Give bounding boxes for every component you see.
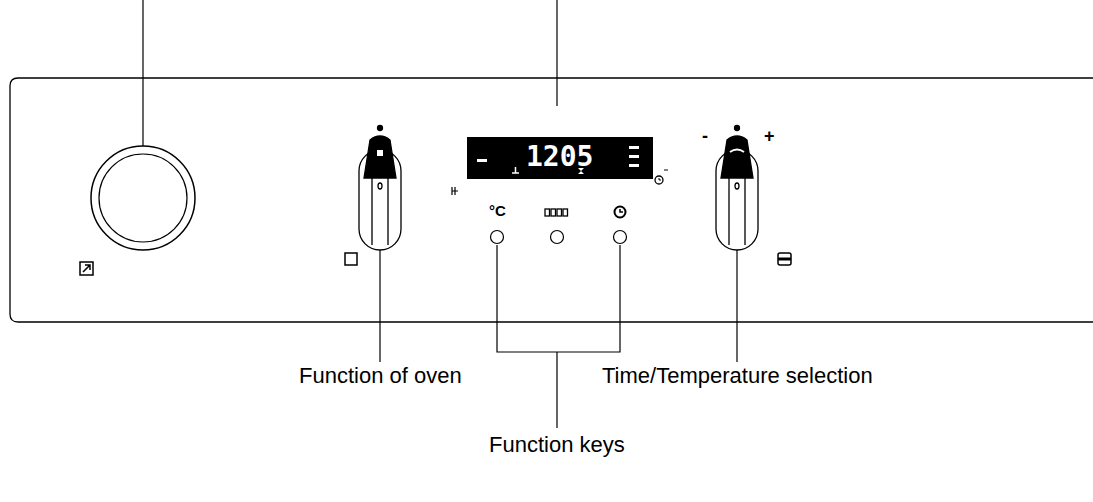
part-label: Function of oven [299,364,462,388]
plus-sign: + [764,127,775,147]
minus-sign: - [702,127,708,147]
display-panel: 1205 [467,137,653,179]
key-symbol: °C [489,203,506,220]
part-label: Time/Temperature selection [602,364,873,388]
display-digits: 1205 [526,143,593,171]
part-label: Function keys [489,433,625,457]
